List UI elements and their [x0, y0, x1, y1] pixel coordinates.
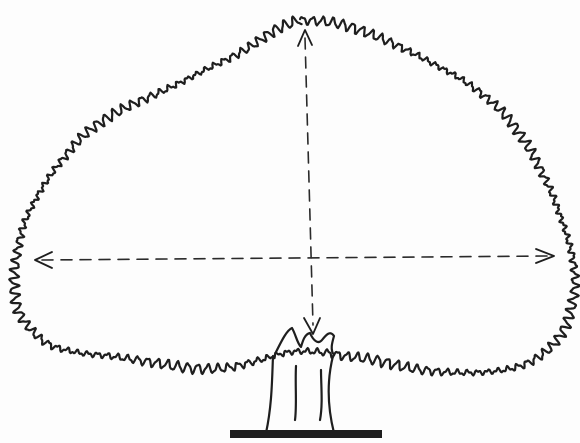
crown-height-line: [305, 38, 313, 325]
crown-height-bottom-arrowhead: [304, 318, 320, 334]
tree-crown-outline: [9, 17, 579, 376]
tree-trunk: [266, 356, 334, 433]
crown-width-line: [42, 256, 548, 260]
ground-line: [230, 430, 382, 438]
